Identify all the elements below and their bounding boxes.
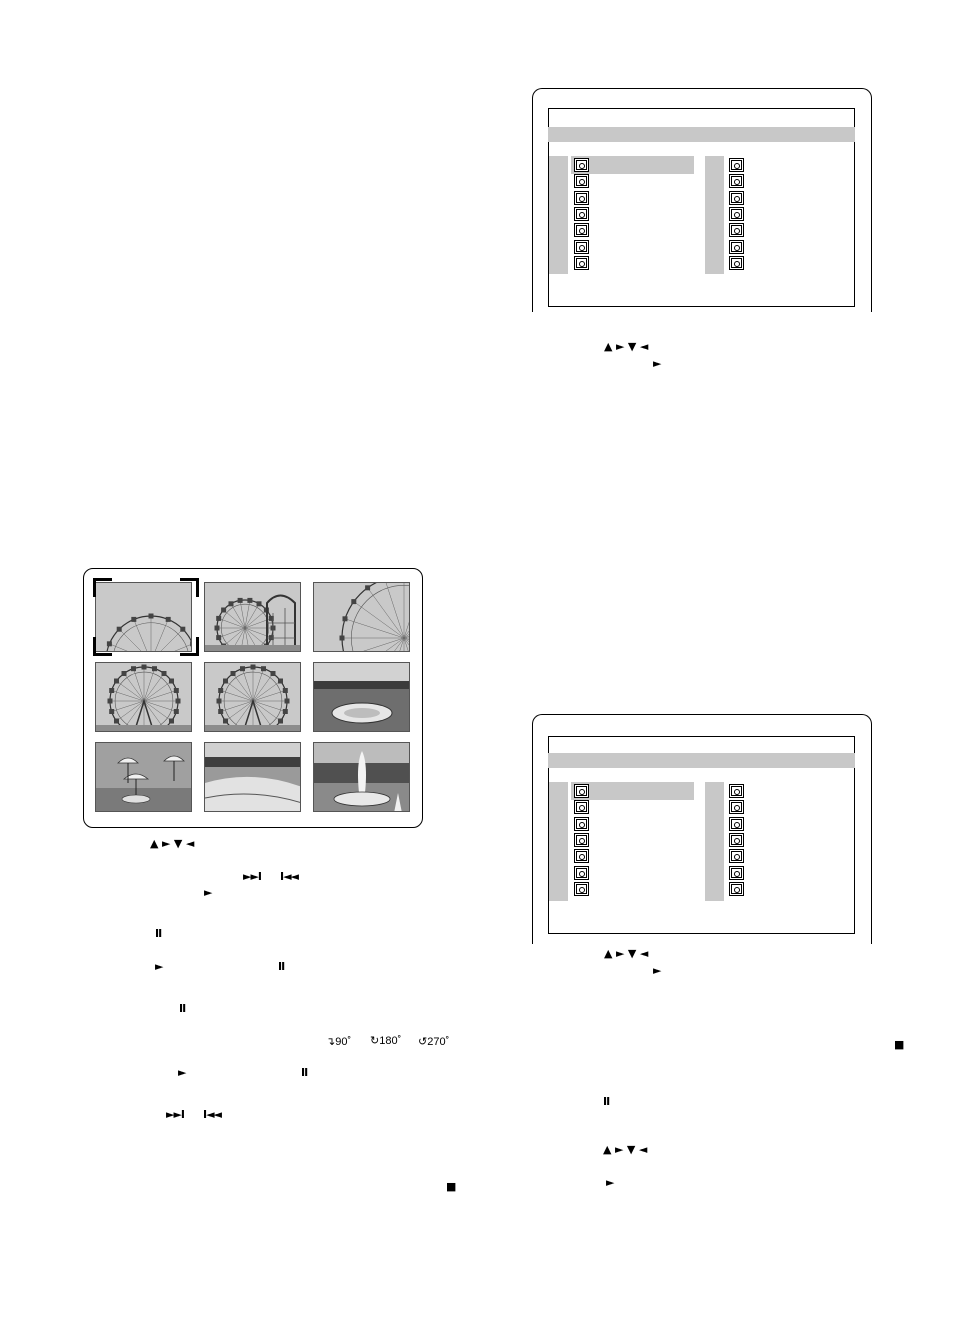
menu-selected-row xyxy=(571,782,694,800)
picture-file-icon xyxy=(729,816,744,831)
direction-arrows-icon: ▲ ► ▼ ◄ xyxy=(604,947,649,960)
picture-file-icon xyxy=(729,239,744,254)
menu-header-bar xyxy=(548,127,855,142)
picture-file-icon xyxy=(574,158,589,172)
thumbnail-flower-garden[interactable] xyxy=(204,742,301,812)
menu-left-column-bar xyxy=(549,782,568,901)
picture-file-icon xyxy=(574,784,589,798)
picture-file-icon xyxy=(729,832,744,847)
thumbnail-umbrella-tables[interactable] xyxy=(95,742,192,812)
rotate-270-icon: ↺270˚ xyxy=(418,1036,450,1048)
pause-icon: II xyxy=(603,1095,610,1108)
picture-file-icon xyxy=(574,849,589,864)
selection-corner-tl xyxy=(93,578,112,597)
direction-arrows-icon: ▲ ► ▼ ◄ xyxy=(150,837,195,850)
picture-file-icon xyxy=(729,174,744,189)
picture-file-icon xyxy=(729,255,744,270)
thumbnail-ferris-wheel-full[interactable] xyxy=(95,662,192,732)
stop-icon: ■ xyxy=(446,1180,457,1193)
picture-file-icon xyxy=(574,881,589,896)
picture-file-icon xyxy=(574,816,589,831)
play-icon: ► xyxy=(204,886,213,899)
menu-selected-row xyxy=(571,156,694,174)
picture-file-icon xyxy=(574,190,589,205)
menu-right-column-bar xyxy=(705,156,724,274)
rotate-180-icon: ↻180˚ xyxy=(370,1035,402,1047)
prev-icon: I◄◄ xyxy=(203,1108,222,1121)
picture-file-icon xyxy=(574,800,589,815)
play-icon: ► xyxy=(606,1176,615,1189)
play-icon: ► xyxy=(653,964,662,977)
play-icon: ► xyxy=(155,960,164,973)
pause-icon: II xyxy=(301,1066,308,1079)
next-icon: ►►I xyxy=(166,1108,185,1121)
picture-file-icon xyxy=(574,223,589,238)
picture-file-icon xyxy=(574,865,589,880)
picture-file-icon xyxy=(729,158,744,172)
thumbnail-ferris-wheel-full[interactable] xyxy=(204,662,301,732)
menu-right-column-bar xyxy=(705,782,724,901)
pause-icon: II xyxy=(155,927,162,940)
pause-icon: II xyxy=(278,960,285,973)
rotate-90-icon: ↴90˚ xyxy=(326,1036,352,1048)
thumbnail-fountain[interactable] xyxy=(313,742,410,812)
thumbnail-ferris-wheel-partial[interactable] xyxy=(95,582,192,652)
thumbnail-ferris-wheel-coaster[interactable] xyxy=(204,582,301,652)
picture-file-icon xyxy=(574,255,589,270)
selection-corner-bl xyxy=(93,637,112,656)
menu-screen-bottom-inner xyxy=(548,736,855,934)
menu-screen-bottom xyxy=(532,714,872,944)
direction-arrows-icon: ▲ ► ▼ ◄ xyxy=(604,340,649,353)
play-icon: ► xyxy=(653,357,662,370)
menu-header-bar xyxy=(548,753,855,768)
menu-screen-top xyxy=(532,88,872,312)
thumbnail-screen xyxy=(83,568,423,828)
picture-file-icon xyxy=(574,832,589,847)
picture-file-icon xyxy=(729,881,744,896)
next-icon: ►►I xyxy=(243,870,262,883)
menu-left-column-bar xyxy=(549,156,568,274)
picture-file-icon xyxy=(574,239,589,254)
prev-icon: I◄◄ xyxy=(280,870,299,883)
play-icon: ► xyxy=(178,1066,187,1079)
thumbnail-park-flowerbed[interactable] xyxy=(313,662,410,732)
picture-file-icon xyxy=(729,800,744,815)
picture-file-icon xyxy=(729,223,744,238)
picture-file-icon xyxy=(729,865,744,880)
selection-corner-tr xyxy=(180,578,199,597)
picture-file-icon xyxy=(729,206,744,221)
thumbnail-ferris-wheel-closeup[interactable] xyxy=(313,582,410,652)
direction-arrows-icon: ▲ ► ▼ ◄ xyxy=(603,1143,648,1156)
selection-corner-br xyxy=(180,637,199,656)
pause-icon: II xyxy=(179,1002,186,1015)
picture-file-icon xyxy=(729,784,744,798)
picture-file-icon xyxy=(574,174,589,189)
picture-file-icon xyxy=(574,206,589,221)
picture-file-icon xyxy=(729,190,744,205)
picture-file-icon xyxy=(729,849,744,864)
stop-icon: ■ xyxy=(894,1038,905,1051)
